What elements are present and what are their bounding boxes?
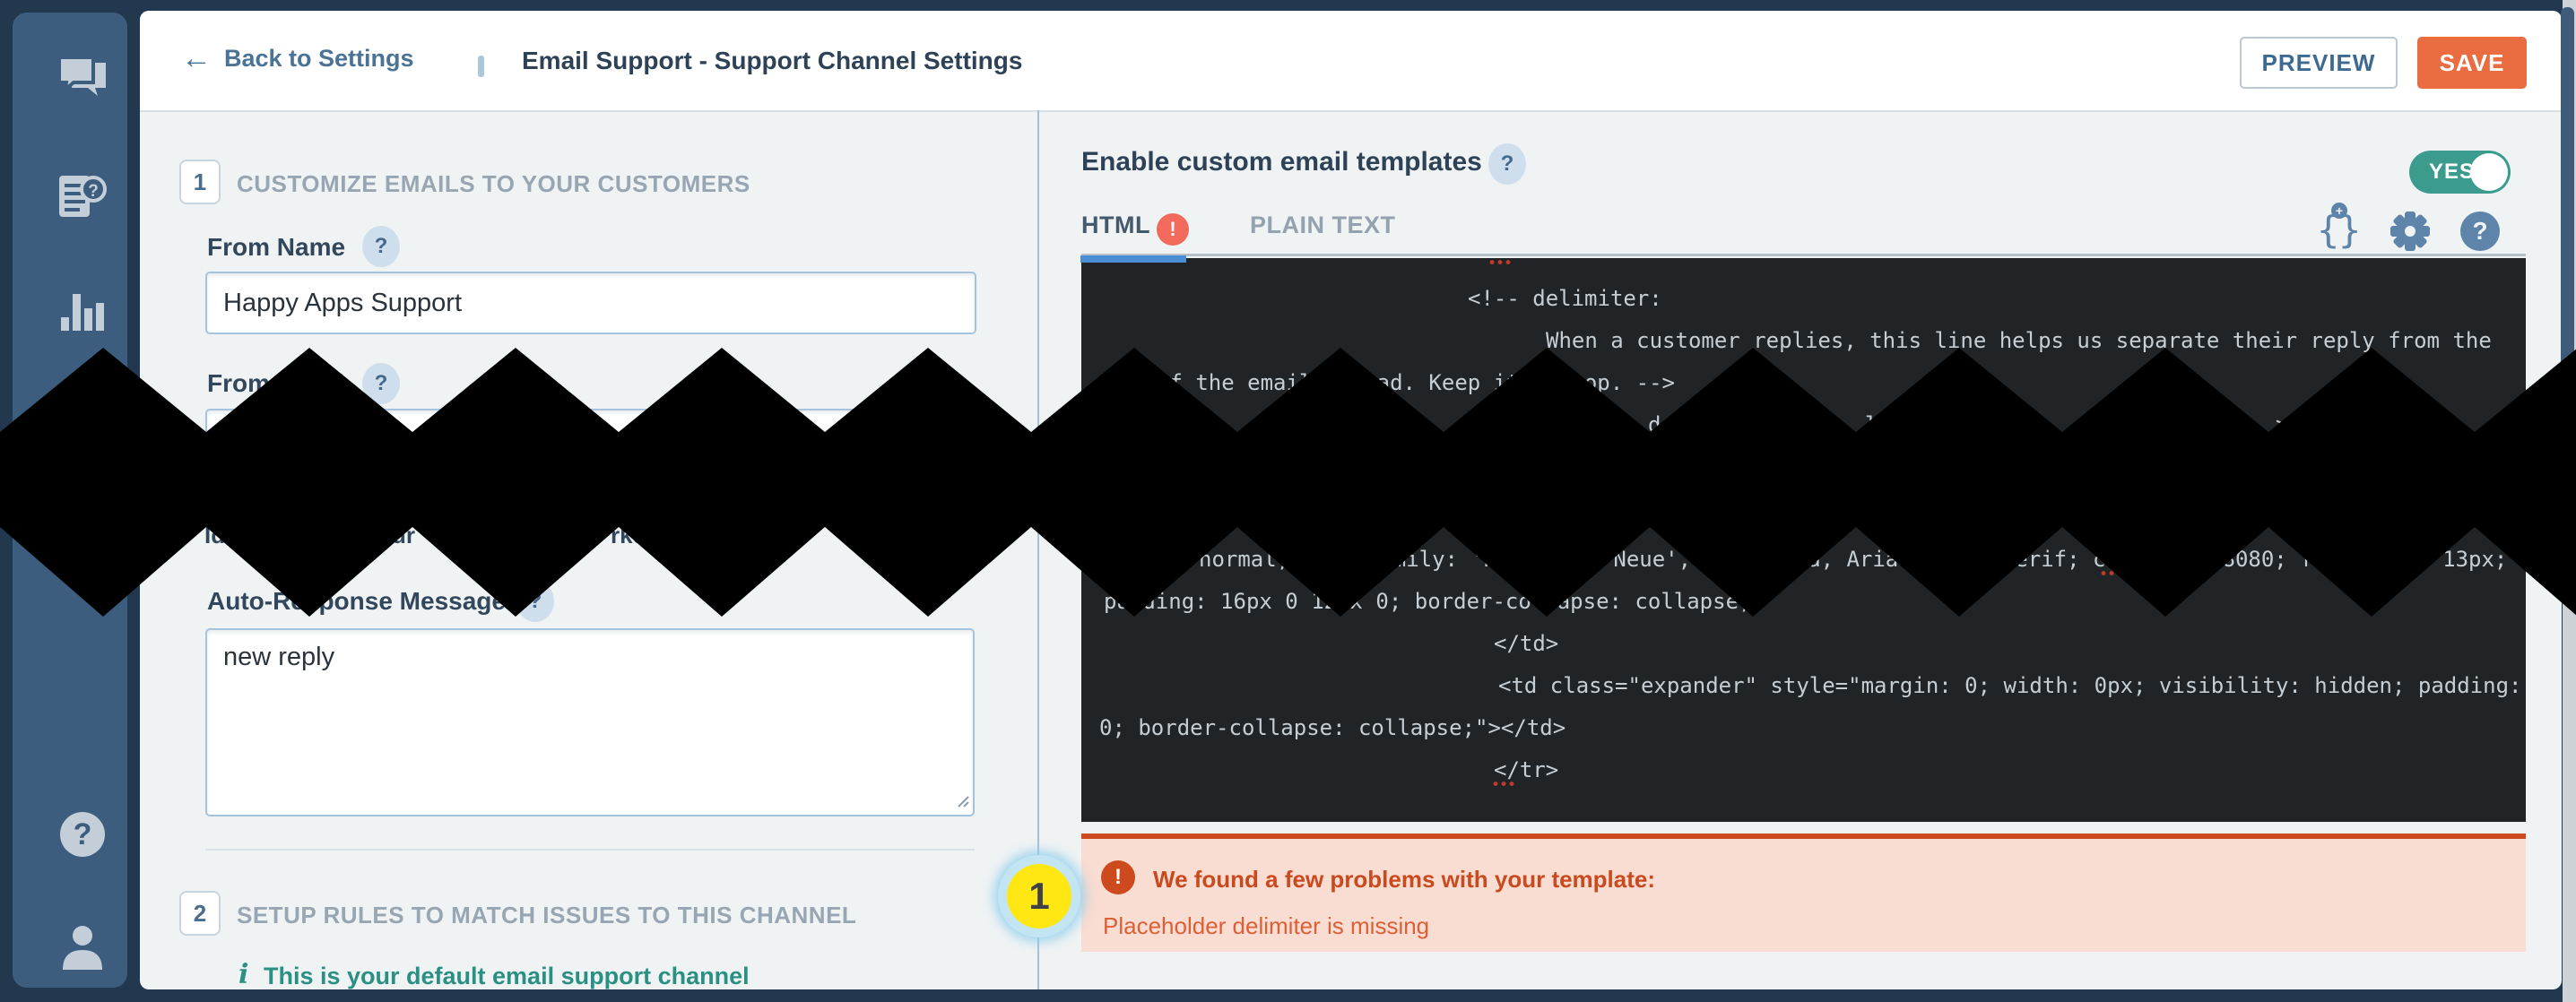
from-name-help-icon[interactable]: ?: [362, 226, 400, 267]
conversations-icon[interactable]: [57, 56, 108, 103]
template-error-panel: ! We found a few problems with your temp…: [1081, 834, 2526, 952]
error-dots-icon: •••: [1487, 258, 1513, 272]
gear-icon[interactable]: [2390, 212, 2430, 251]
svg-text:?: ?: [88, 182, 99, 201]
code-line: <td class="expander" style="margin: 0; w…: [1498, 673, 2522, 698]
error-title: We found a few problems with your templa…: [1153, 866, 1656, 893]
error-alert-icon: !: [1101, 860, 1135, 894]
redacted-text-fragment: rke: [611, 522, 646, 549]
from-name-input[interactable]: [205, 272, 976, 334]
annotation-marker: 1: [998, 855, 1080, 937]
tab-plain-text[interactable]: PLAIN TEXT: [1250, 212, 1396, 238]
code-line: padding: 16px 0 12px 0; border-collapse:…: [1104, 589, 1752, 614]
code-line: normal; font-family: 'Helvetica Neue', H…: [1199, 547, 2508, 572]
auto-response-wrap: new reply: [205, 628, 975, 816]
redacted-text-fragment: ur: [392, 522, 415, 549]
page-title: Email Support - Support Channel Settings: [522, 47, 1023, 74]
step-1-number: 1: [179, 160, 221, 204]
auto-response-textarea[interactable]: new reply: [205, 628, 975, 816]
section-divider: [205, 849, 975, 851]
step-2-number: 2: [179, 891, 221, 936]
auto-response-help-icon[interactable]: ?: [516, 581, 554, 622]
plus-badge-icon: +: [2331, 203, 2347, 219]
info-icon: i: [239, 959, 249, 989]
error-message: Placeholder delimiter is missing: [1103, 912, 1430, 939]
section-1-title: CUSTOMIZE EMAILS TO YOUR CUSTOMERS: [237, 170, 750, 197]
sidebar: ? ?: [13, 13, 127, 988]
redacted-text-fragment: Id: [204, 522, 226, 549]
enable-templates-toggle[interactable]: YES: [2409, 151, 2511, 194]
enable-templates-help-icon[interactable]: ?: [1488, 143, 1526, 185]
back-link-label: Back to Settings: [224, 45, 414, 72]
enable-templates-title: Enable custom email templates: [1081, 147, 1482, 177]
from-email-label: From Email: [207, 369, 344, 397]
save-button[interactable]: SAVE: [2417, 37, 2527, 89]
editor-top-border: [1081, 254, 2526, 256]
annotation-marker-number: 1: [1007, 864, 1071, 929]
profile-icon[interactable]: [57, 925, 108, 976]
code-line: </td>: [1494, 631, 1559, 656]
back-arrow-icon: ←: [181, 41, 212, 75]
code-line: d: [1648, 412, 1661, 437]
toggle-label: YES: [2429, 160, 2476, 184]
default-channel-note: This is your default email support chann…: [264, 963, 750, 989]
toggle-knob: [2470, 153, 2508, 191]
from-name-label: From Name: [207, 233, 346, 261]
preview-button[interactable]: PREVIEW: [2240, 37, 2398, 89]
faq-icon[interactable]: ?: [57, 170, 108, 227]
back-link[interactable]: ← Back to Settings: [181, 41, 414, 76]
from-email-help-icon[interactable]: ?: [362, 363, 400, 404]
reports-icon[interactable]: [61, 292, 104, 336]
svg-text:?: ?: [74, 817, 92, 851]
tab-html[interactable]: HTML: [1081, 212, 1150, 238]
from-email-input[interactable]: [205, 409, 976, 471]
scrollbar-thumb[interactable]: [2561, 7, 2574, 592]
section-2-title: SETUP RULES TO MATCH ISSUES TO THIS CHAN…: [237, 902, 857, 929]
help-icon[interactable]: ?: [57, 810, 108, 863]
top-bar: ← Back to Settings Email Support - Suppo…: [140, 11, 2562, 112]
editor-help-icon[interactable]: ?: [2460, 212, 2500, 251]
error-dots-icon: •••: [1491, 776, 1516, 794]
active-tab-underline: [1080, 255, 1186, 263]
code-line: When a customer replies, this line helps…: [1546, 328, 2492, 353]
code-line: of the email thread. Keep it on top. -->: [1157, 370, 1675, 395]
auto-response-label: Auto-Response Message: [207, 587, 506, 615]
html-code-editor[interactable]: <!-- delimiter: When a customer replies, …: [1081, 258, 2526, 822]
code-line: <!-- delimiter:: [1468, 286, 1662, 311]
html-error-badge-icon: !: [1157, 213, 1189, 246]
error-dots-icon: •••: [2099, 566, 2124, 583]
settings-card: ← Back to Settings Email Support - Suppo…: [140, 11, 2562, 989]
code-line: l: [1865, 412, 1878, 437]
code-line: >: [2276, 412, 2289, 437]
code-line: 0; border-collapse: collapse;"></td>: [1099, 715, 1566, 740]
code-line: </tr>: [1494, 757, 1559, 782]
breadcrumb-divider: [478, 56, 484, 77]
insert-placeholder-icon[interactable]: { } +: [2317, 203, 2362, 252]
